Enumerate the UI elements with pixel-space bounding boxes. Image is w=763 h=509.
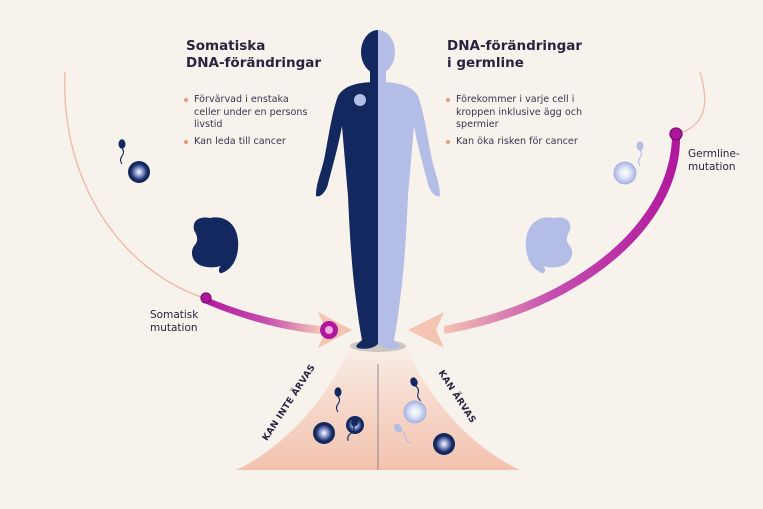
fetus-icon: [525, 217, 573, 274]
germline-arc: [675, 71, 706, 135]
egg-cell-icon: [433, 433, 455, 455]
somatic-bullets: Förvärvad i enstaka celler under en pers…: [184, 94, 314, 152]
germline-mutation-label: Germline- mutation: [688, 148, 740, 174]
somatic-title: Somatiska DNA-förändringar: [186, 38, 321, 72]
germline-title-line1: DNA-förändringar: [447, 38, 583, 54]
somatic-arrow-shaft: [202, 296, 320, 334]
somatic-title-line1: Somatiska: [186, 38, 266, 54]
sperm-icon: [636, 141, 644, 167]
mutated-cell-core: [325, 326, 333, 334]
germline-title-line2: i germline: [447, 55, 524, 71]
bullet-item: Kan leda till cancer: [184, 136, 314, 149]
egg-cell-icon: [128, 161, 150, 183]
germline-arrow-shaft: [444, 134, 681, 334]
germline-title: DNA-förändringar i germline: [447, 38, 582, 72]
bullet-text: Kan leda till cancer: [194, 135, 286, 147]
bullet-item: Förvärvad i enstaka celler under en pers…: [184, 94, 314, 132]
fetus-icon: [191, 217, 239, 274]
human-figure-germline-half: [378, 30, 440, 349]
germline-mutation-dot: [669, 127, 683, 141]
somatic-arc: [64, 71, 205, 299]
somatic-mutation-label: Somatisk mutation: [150, 309, 198, 335]
label-line: mutation: [688, 161, 736, 173]
bullet-text: Förekommer i varje cell i kroppen inklus…: [456, 94, 583, 130]
germline-arrow-head: [408, 312, 444, 348]
bullet-item: Förekommer i varje cell i kroppen inklus…: [446, 94, 616, 132]
egg-cell-icon: [613, 161, 637, 185]
somatic-cell-marker: [354, 94, 366, 106]
label-line: mutation: [150, 322, 198, 334]
sperm-icon: [118, 139, 126, 165]
label-line: Somatisk: [150, 309, 199, 321]
somatic-title-line2: DNA-förändringar: [186, 55, 322, 71]
bullet-text: Förvärvad i enstaka celler under en pers…: [194, 94, 308, 130]
bullet-text: Kan öka risken för cancer: [456, 135, 578, 147]
egg-cell-icon: [313, 422, 335, 444]
somatic-mutation-dot: [200, 292, 212, 304]
egg-cell-icon: [403, 400, 427, 424]
germline-bullets: Förekommer i varje cell i kroppen inklus…: [446, 94, 616, 152]
bullet-item: Kan öka risken för cancer: [446, 136, 616, 149]
label-line: Germline-: [688, 148, 740, 160]
